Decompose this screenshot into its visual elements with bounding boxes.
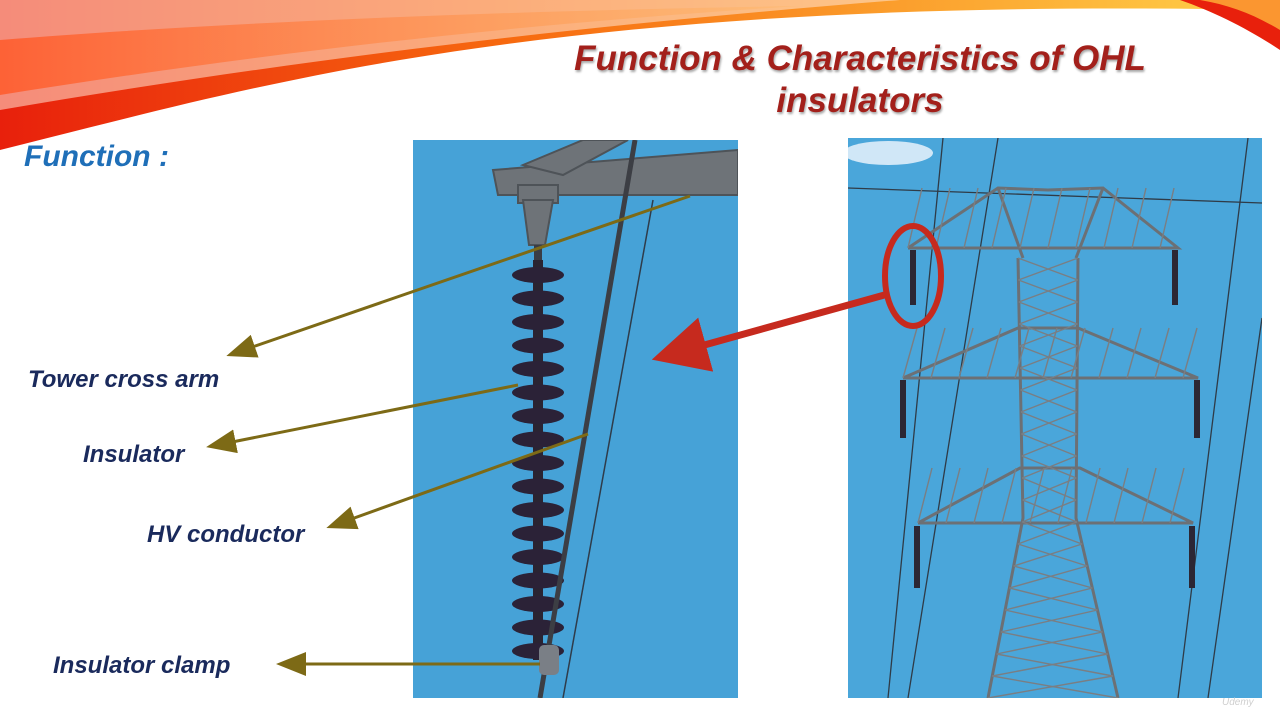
label-insulator: Insulator xyxy=(83,441,185,468)
insulator-shed xyxy=(512,431,564,448)
insulator-shed xyxy=(512,384,564,401)
watermark-logo: Udemy xyxy=(1222,697,1254,708)
insulator-shed xyxy=(512,619,564,636)
insulator-shed xyxy=(512,314,564,330)
insulator-shed xyxy=(512,502,564,518)
insulator-clamp-shape xyxy=(539,645,559,675)
slide-title: Function & Characteristics of OHL insula… xyxy=(574,39,1146,120)
insulator-shed xyxy=(512,572,564,589)
label-tower-cross-arm: Tower cross arm xyxy=(28,366,220,393)
insulator-closeup-photo xyxy=(413,140,738,698)
header-swoosh-decoration xyxy=(0,0,1280,150)
label-insulator-clamp: Insulator clamp xyxy=(53,652,231,679)
insulator-shed xyxy=(512,267,564,283)
insulator-shed xyxy=(512,408,564,424)
insulator-shed xyxy=(512,525,564,542)
insulator-shed xyxy=(512,596,564,612)
insulator-shed xyxy=(512,290,564,307)
insulator-shed xyxy=(512,361,564,377)
label-hv-conductor: HV conductor xyxy=(147,521,305,548)
insulator-shed xyxy=(512,337,564,354)
insulator-shed xyxy=(512,478,564,495)
highlight-circle xyxy=(882,223,944,329)
transmission-tower-photo xyxy=(848,138,1262,698)
insulator-shed xyxy=(512,549,564,565)
insulator-shed xyxy=(512,455,564,471)
function-subheading: Function : xyxy=(24,140,169,173)
